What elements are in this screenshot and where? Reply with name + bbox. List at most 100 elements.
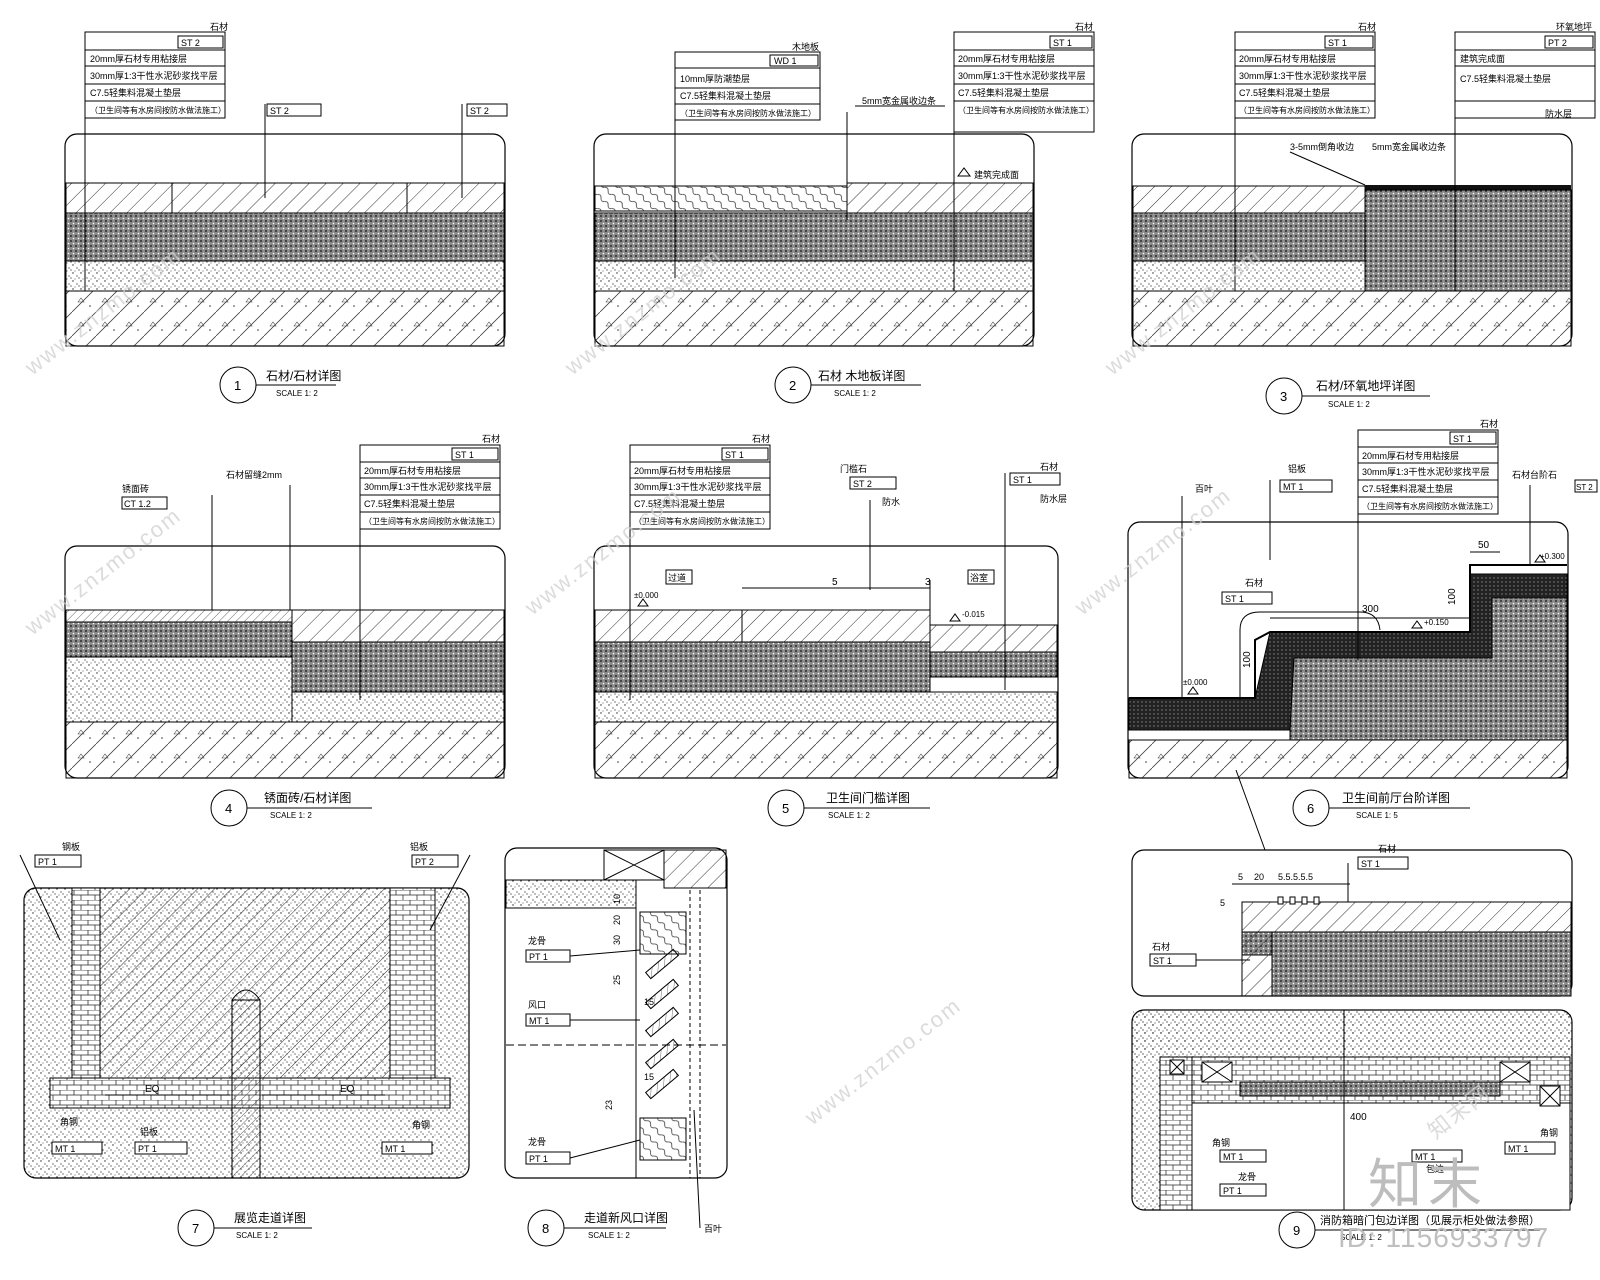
detail-4-tile-layer [65,609,293,623]
image-id: ID: 1156933797 [1338,1222,1550,1253]
detail-5-bed-right [929,651,1058,678]
detail-9-dim-seq: 5.5.5.5.5 [1278,872,1313,882]
detail-9-boxes [1169,1059,1561,1107]
detail-2-tag-st1: ST 1 [1053,38,1072,48]
detail-6-level-150: +0.150 [1424,618,1449,627]
detail-2-layer-c: C7.5轻集料混凝土垫层 [680,90,771,101]
detail-8-dim-30: 30 [612,935,622,945]
detail-2-step-mark: 5mm宽金属收边条 [862,95,936,106]
detail-4-gap-label: 石材留缝2mm [226,469,282,480]
detail-3-step-mark: 5mm宽金属收边条 [1372,141,1446,152]
detail-7-right-angle: 角钢 [412,1119,430,1130]
detail-7-tag-mt1-right: MT 1 [385,1144,405,1154]
detail-6-dim-100-left: 100 [1242,651,1253,668]
detail-4-layer-c: C7.5轻集料混凝土垫层 [364,498,455,509]
detail-6-alum-label: 铝板 [1288,463,1306,474]
detail-6-level-300: +0.300 [1540,552,1565,561]
detail-9-stone-label-left: 石材 [1152,941,1170,952]
detail-6-title: 卫生间前厅台阶详图 [1342,790,1450,805]
detail-9-tag-pt1: PT 1 [1223,1186,1242,1196]
detail-9-stone-label-top: 石材 [1378,843,1396,854]
detail-5-level-0: ±0.000 [634,591,659,600]
detail-5-corridor-label: 过道 [668,572,686,583]
detail-5: 5 3 石材 ST 1 20mm厚石材专用粘接层 30mm厚1:3干性水泥砂浆找… [593,433,1067,827]
detail-3-number: 3 [1280,389,1287,404]
detail-6-layer-c: C7.5轻集料混凝土垫层 [1362,483,1453,494]
detail-2-wood-layer [594,185,848,212]
detail-8-dim-15b: 15 [644,1072,654,1082]
detail-8-scale: SCALE 1: 2 [588,1231,630,1240]
detail-8-dim-25: 25 [612,975,622,985]
detail-1-tag-st2: ST 2 [181,38,200,48]
detail-9-upper-front [1241,931,1273,997]
detail-3-layer-b: 30mm厚1:3干性水泥砂浆找平层 [1239,70,1367,81]
detail-2-stone-layer [846,182,1034,214]
detail-6-stone-label: 石材 [1480,418,1498,429]
detail-9-grooves [1277,896,1320,905]
detail-1-scale: SCALE 1: 2 [276,389,318,398]
detail-7-tag-pt2: PT 2 [415,857,434,867]
detail-4-tag-st1: ST 1 [455,450,474,460]
detail-5-tag-st1: ST 1 [725,450,744,460]
detail-3-slab [1132,290,1572,347]
detail-2-layer-f: 10mm厚防潮垫层 [680,73,750,84]
detail-5-number: 5 [782,801,789,816]
detail-9-dim-400: 400 [1350,1112,1367,1123]
detail-1-tag-st2-right: ST 2 [470,106,489,116]
detail-4-scale: SCALE 1: 2 [270,811,312,820]
detail-8-louvers [644,948,680,1100]
detail-7-tag-pt1-center: PT 1 [138,1144,157,1154]
detail-3-layer-a: 20mm厚石材专用粘接层 [1239,53,1336,64]
detail-6-tag-st2: ST 2 [1576,483,1593,492]
detail-9: 5 20 5.5.5.5.5 5 石材 ST 1 石材 ST 1 400 角钢 … [1131,843,1573,1249]
detail-4-stone-layer [291,609,505,643]
detail-5-stone-right-label: 石材 [1040,461,1058,472]
detail-4-tile-label: 锈面砖 [122,483,149,494]
detail-7-stem [231,999,261,1179]
detail-7-tag-pt1: PT 1 [38,857,57,867]
detail-9-tag-mt1-c: MT 1 [1508,1144,1528,1154]
detail-4-number: 4 [225,801,232,816]
detail-5-slab [594,721,1058,779]
detail-3-stone-label: 石材 [1358,21,1376,32]
detail-8-frame [504,847,728,1179]
detail-1-stone-layer [65,182,505,214]
detail-9-frame-label: 龙骨 [1238,1171,1256,1182]
detail-7-eq-left: EQ [145,1084,160,1095]
detail-6: 百叶 铝板 MT 1 石材 ST 1 20mm厚石材专用粘接层 30mm厚1:3… [1127,418,1598,851]
detail-5-tag-st1-right: ST 1 [1013,475,1032,485]
detail-9-upper-stone [1241,901,1572,933]
detail-8-dim-10: 10 [612,894,622,904]
detail-5-stone-left [594,609,931,643]
detail-2-finish-level: 建筑完成面 [974,169,1019,180]
detail-7-right-post [389,887,436,1079]
detail-9-tag-mt1-b: MT 1 [1415,1152,1435,1162]
detail-2-stone-label: 石材 [1075,21,1093,32]
detail-8-grille-note: 百叶 [704,1224,722,1234]
detail-1-layer-a: 20mm厚石材专用粘接层 [90,53,187,64]
detail-6-slab [1128,739,1568,779]
detail-7-number: 7 [192,1221,199,1236]
detail-5-fill [594,691,1058,723]
detail-2-slab [594,290,1034,347]
detail-8-wood-top [639,911,687,955]
detail-5-dim-3: 3 [925,577,931,588]
detail-8-number: 8 [542,1221,549,1236]
detail-1-mortar-layer [65,212,505,262]
detail-5-stone-right [929,624,1058,653]
detail-2-layer-d2: （卫生间等有水房间按防水做法施工） [958,105,1094,115]
detail-1: 石材 ST 2 20mm厚石材专用粘接层 30mm厚1:3干性水泥砂浆找平层 C… [64,21,508,404]
detail-4-layer-d: （卫生间等有水房间按防水做法施工） [364,516,500,526]
detail-6-dim-50: 50 [1478,540,1490,551]
detail-6-stone-left: 石材 [1245,577,1263,588]
detail-8-tag-pt1-b: PT 1 [529,1154,548,1164]
detail-6-tag-st1-left: ST 1 [1225,594,1244,604]
detail-5-door-label: 门槛石 [840,463,867,474]
detail-7: 钢板 PT 1 铝板 PT 2 EQ EQ 角钢 MT 1 铝板 PT 1 角钢… [19,841,471,1247]
detail-9-dim-5b: 5 [1220,898,1225,908]
detail-9-number: 9 [1293,1223,1300,1238]
detail-1-layer-c: C7.5轻集料混凝土垫层 [90,87,181,98]
detail-8: 10 20 30 25 15 15 23 龙骨 PT 1 风口 MT 1 龙骨 … [504,847,728,1247]
detail-7-center-label: 铝板 [140,1126,158,1137]
